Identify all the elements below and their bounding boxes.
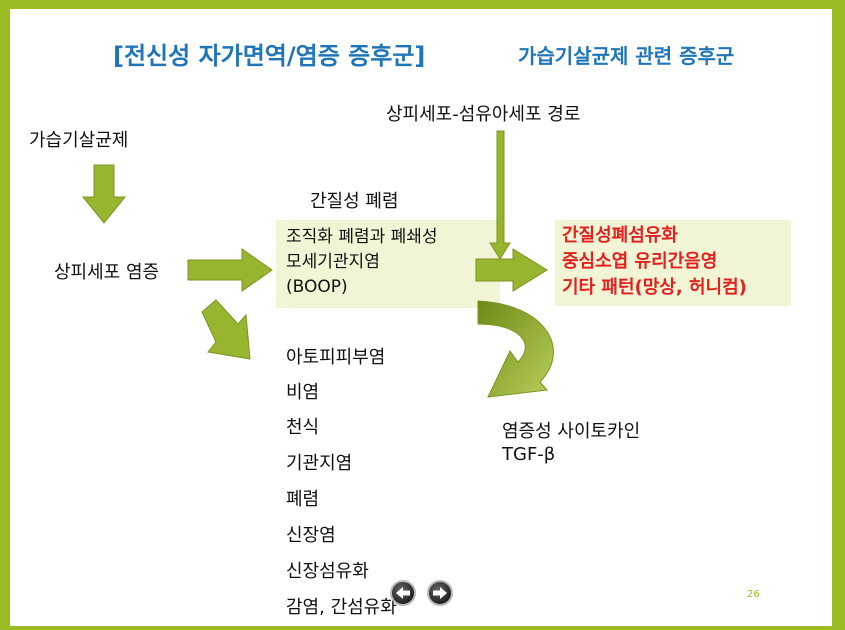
arrow-right-icon-2 <box>475 248 548 292</box>
arrows-layer <box>81 130 554 398</box>
arrow-right-icon-1 <box>187 248 273 292</box>
list-item: 폐렴 <box>286 489 320 510</box>
arrow-down-icon <box>81 164 127 224</box>
list-item: 감염, 간섬유화 <box>286 597 397 618</box>
arrow-right-icon <box>433 587 447 599</box>
fibrosis-line-2: 중심소엽 유리간음영 <box>562 251 718 272</box>
fibrosis-line-1: 간질성폐섬유화 <box>562 225 678 246</box>
arrow-diagonal-icon <box>201 299 251 360</box>
slide: [전신성 자가면역/염증 증후군] 가습기살균제 관련 증후군 가습기살균제 상… <box>10 9 832 626</box>
curved-arrow-icon <box>477 300 554 398</box>
boop-line-3: (BOOP) <box>286 277 348 297</box>
prev-slide-button[interactable] <box>390 580 416 606</box>
arrow-thin-down-icon <box>489 130 511 260</box>
list-item: 천식 <box>286 417 320 438</box>
label-tgf-beta: TGF-β <box>502 444 556 465</box>
fibrosis-box <box>555 220 791 306</box>
list-item: 기관지염 <box>286 453 353 474</box>
list-item: 비염 <box>286 382 320 403</box>
label-humidifier: 가습기살균제 <box>29 130 129 151</box>
list-item: 신장염 <box>286 525 336 546</box>
label-interstitial-pneumonia: 간질성 폐렴 <box>310 191 399 212</box>
list-item: 아토피피부염 <box>286 347 386 368</box>
label-cytokine: 염증성 사이토카인 <box>502 421 641 442</box>
fibrosis-line-3: 기타 패턴(망상, 허니컴) <box>562 277 747 298</box>
arrow-left-icon <box>396 587 410 599</box>
label-emt-path: 상피세포-섬유아세포 경로 <box>386 104 581 125</box>
slide-subtitle: 가습기살균제 관련 증후군 <box>518 44 735 68</box>
boop-line-2: 모세기관지염 <box>286 252 380 272</box>
label-epithelial-inflammation: 상피세포 염증 <box>54 262 160 283</box>
boop-box <box>276 220 500 308</box>
page-number: 26 <box>747 589 760 600</box>
next-slide-button[interactable] <box>427 580 453 606</box>
slide-title: [전신성 자가면역/염증 증후군] <box>113 42 426 70</box>
boop-line-1: 조직화 폐렴과 폐쇄성 <box>286 227 438 247</box>
list-item: 신장섬유화 <box>286 561 369 582</box>
